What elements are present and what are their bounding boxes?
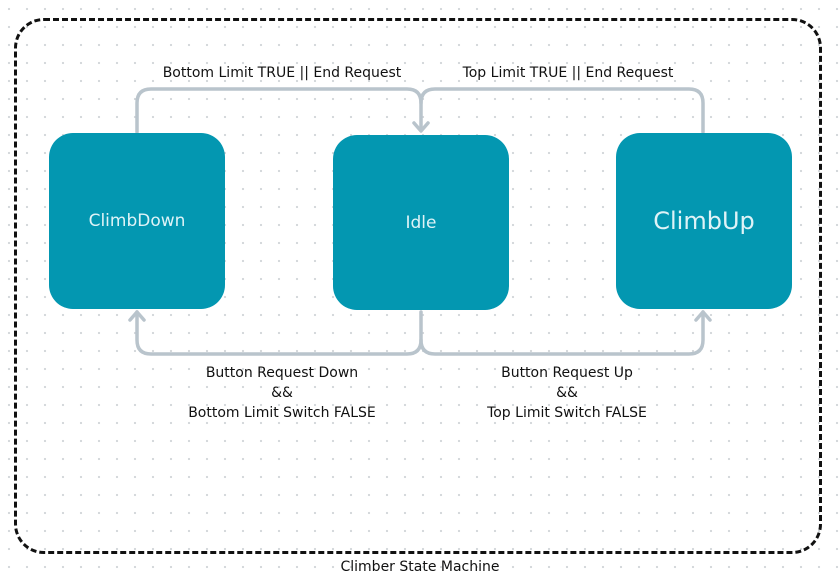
condition-line: Button Request Up — [501, 365, 633, 381]
connector-climbdown-to-idle — [135, 87, 423, 134]
state-idle-label: Idle — [405, 212, 437, 233]
arrowhead-into-climbdown — [128, 310, 146, 322]
condition-operator: && — [271, 385, 293, 401]
diagram-caption: Climber State Machine — [340, 559, 500, 575]
connector-climbup-to-idle — [419, 87, 705, 134]
state-climbup: ClimbUp — [616, 133, 792, 309]
state-machine-frame — [14, 18, 822, 554]
arrowhead-into-idle — [412, 121, 430, 133]
state-idle: Idle — [333, 135, 509, 310]
state-climbdown: ClimbDown — [49, 133, 225, 309]
condition-line: Bottom Limit Switch FALSE — [188, 405, 376, 421]
transition-label-idle-to-up: Button Request Up && Top Limit Switch FA… — [435, 363, 699, 423]
connector-idle-to-climbup — [419, 310, 705, 356]
transition-label-up-to-idle: Top Limit TRUE || End Request — [462, 65, 674, 81]
state-climbdown-label: ClimbDown — [88, 211, 186, 231]
condition-line: Button Request Down — [205, 365, 359, 381]
transition-label-down-to-idle: Bottom Limit TRUE || End Request — [162, 65, 402, 81]
transition-label-idle-to-down: Button Request Down && Bottom Limit Swit… — [150, 363, 414, 423]
condition-line: Top Limit Switch FALSE — [487, 405, 647, 421]
arrowhead-into-climbup — [694, 310, 712, 322]
condition-operator: && — [556, 385, 578, 401]
connector-idle-to-climbdown — [135, 310, 423, 356]
state-climbup-label: ClimbUp — [653, 207, 755, 235]
